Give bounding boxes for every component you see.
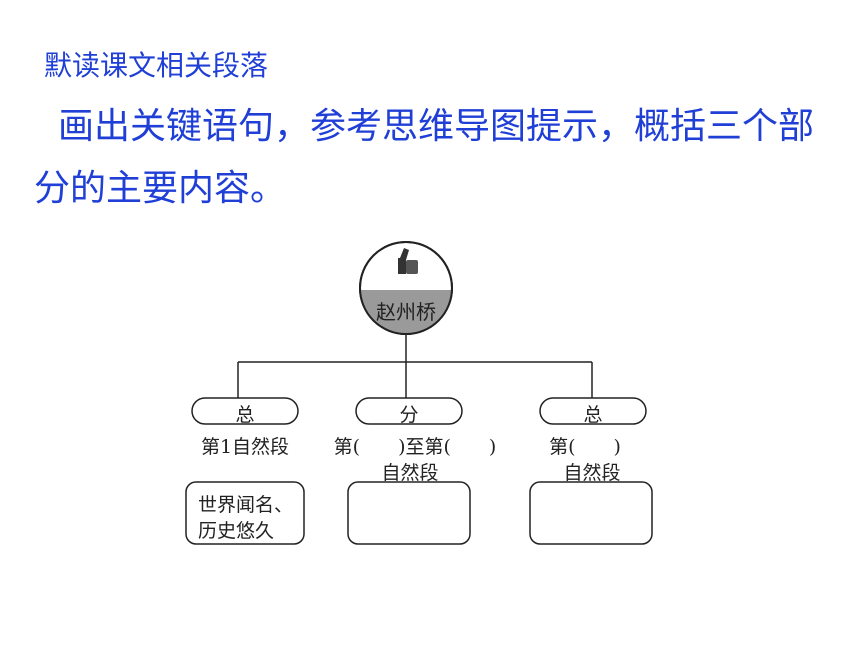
summary-text-1-line1: 世界闻名、 xyxy=(198,494,294,516)
thumbs-up-icon xyxy=(398,248,418,274)
branch-node-3 xyxy=(539,397,647,425)
summary-text-1-line2: 历史悠久 xyxy=(198,520,275,542)
paragraph-range-3-line2: 自然段 xyxy=(563,462,621,484)
paragraph-range-2-line1: 第( )至第( ) xyxy=(333,436,497,458)
mind-map: 赵州桥 总 分 总 第1自然段 第( )至第( ) 自然段 第( ) 自然段 世… xyxy=(180,238,670,558)
branch-label-3: 总 xyxy=(583,404,603,426)
branch-label-2: 分 xyxy=(399,404,419,426)
section-heading: 默读课文相关段落 xyxy=(44,49,269,82)
paragraph-range-1: 第1自然段 xyxy=(200,436,290,458)
summary-box-1 xyxy=(185,481,305,545)
instruction-text: 画出关键语句，参考思维导图提示，概括三个部分的主要内容。 xyxy=(34,106,815,209)
summary-box-2[interactable] xyxy=(347,481,471,545)
paragraph-range-2-line2: 自然段 xyxy=(381,462,439,484)
paragraph-range-3-line1: 第( ) xyxy=(549,436,621,458)
center-node-label: 赵州桥 xyxy=(376,300,436,324)
branch-label-1: 总 xyxy=(235,404,255,426)
branch-node-2 xyxy=(355,397,463,425)
branch-node-1 xyxy=(191,397,299,425)
mind-map-lines xyxy=(185,241,653,545)
summary-box-3[interactable] xyxy=(529,481,653,545)
